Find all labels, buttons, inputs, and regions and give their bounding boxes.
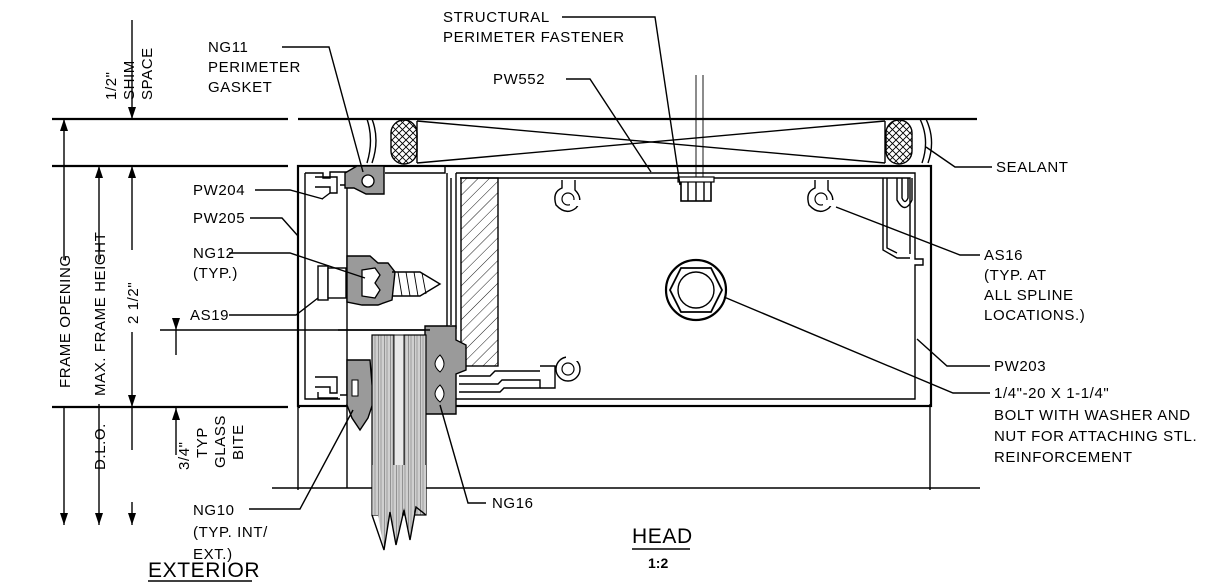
label-shim-3: SPACE — [139, 47, 156, 100]
label-structural-2: PERIMETER FASTENER — [443, 29, 625, 46]
label-ng10-1: NG10 — [193, 502, 235, 519]
detail-scale: 1:2 — [648, 555, 668, 571]
label-pw203: PW203 — [994, 358, 1046, 375]
as19-fastener — [317, 265, 347, 301]
sealant-joint — [366, 118, 933, 165]
ng11-gasket — [344, 165, 385, 195]
label-as16-4: LOCATIONS.) — [984, 307, 1085, 324]
shim-space-label: 1/2" SHIM SPACE — [103, 47, 156, 100]
label-pw552: PW552 — [493, 71, 545, 88]
ng16-gasket — [424, 325, 467, 415]
leader-lines — [229, 16, 992, 510]
label-glass-bite-1: 3/4" — [176, 441, 193, 470]
label-sealant: SEALANT — [996, 159, 1069, 176]
backer-rod-left — [390, 119, 418, 165]
label-glass-bite-4: BITE — [230, 424, 247, 460]
steel-reinforcement — [460, 177, 499, 367]
label-pw204: PW204 — [193, 182, 245, 199]
label-glass-bite-2: TYP — [194, 427, 211, 458]
label-as16-1: AS16 — [984, 247, 1023, 264]
attachment-bolt — [664, 258, 728, 322]
label-ng10-3: EXT.) — [193, 546, 233, 563]
label-bolt-4: REINFORCEMENT — [994, 449, 1133, 466]
detail-title: HEAD — [632, 525, 693, 548]
glass-unit — [371, 334, 427, 551]
label-bolt-3: NUT FOR ATTACHING STL. — [994, 428, 1197, 445]
label-as16-2: (TYP. AT — [984, 267, 1047, 284]
label-ng11-2: PERIMETER — [208, 59, 301, 76]
label-ng10-2: (TYP. INT/ — [193, 524, 268, 541]
label-ng12-2: (TYP.) — [193, 265, 238, 282]
label-as19: AS19 — [190, 307, 229, 324]
label-two-half: 2 1/2" — [125, 282, 142, 324]
label-glass-bite-3: GLASS — [212, 415, 229, 468]
ng10-gasket — [346, 359, 375, 432]
label-bolt-2: BOLT WITH WASHER AND — [994, 407, 1191, 424]
label-structural-1: STRUCTURAL — [443, 9, 550, 26]
label-bolt-1: 1/4"-20 X 1-1/4" — [994, 385, 1109, 402]
label-max-frame-height: MAX. FRAME HEIGHT — [92, 232, 109, 396]
pw204-pw205-covers — [315, 176, 338, 399]
label-dlo: D.L.O. — [92, 423, 109, 470]
label-ng12-1: NG12 — [193, 245, 235, 262]
label-ng11-3: GASKET — [208, 79, 272, 96]
pw552-fastener — [677, 75, 715, 202]
ng12-gasket — [346, 255, 442, 306]
label-ng11-1: NG11 — [208, 39, 248, 56]
label-as16-3: ALL SPLINE — [984, 287, 1074, 304]
structure-lines — [52, 117, 980, 490]
label-frame-opening: FRAME OPENING — [57, 254, 74, 388]
glass-bite-label: 3/4" TYP GLASS BITE — [176, 415, 247, 470]
label-shim-1: 1/2" — [103, 71, 120, 100]
spline-as16-right — [807, 180, 835, 213]
label-exterior: EXTERIOR — [148, 559, 260, 582]
label-ng16: NG16 — [492, 495, 534, 512]
dimension-lines — [60, 20, 430, 525]
label-shim-2: SHIM — [121, 60, 138, 100]
label-pw205: PW205 — [193, 210, 245, 227]
backer-rod-right — [885, 119, 913, 165]
spline-as16-left — [554, 180, 582, 213]
